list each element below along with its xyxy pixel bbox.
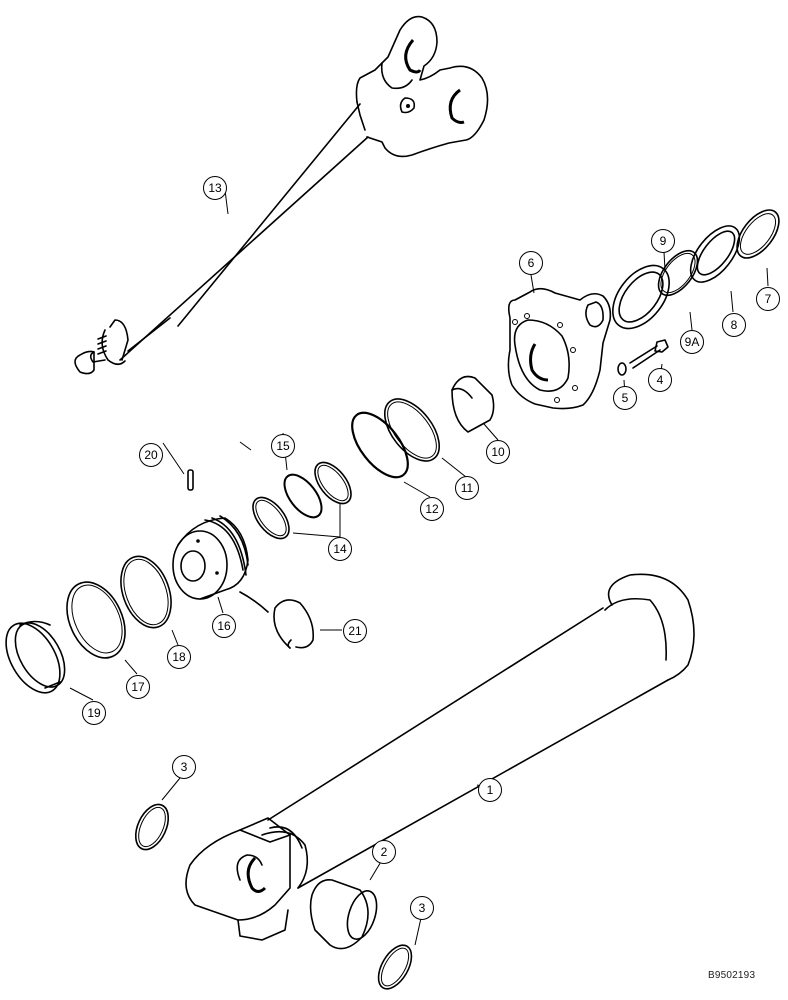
wiper-9 [612,264,670,330]
o-ring-15 [283,473,323,519]
callout-2: 2 [372,840,396,864]
callout-20: 20 [139,443,163,467]
callout-19: 19 [82,701,106,725]
wiper-seal-3-b [377,944,413,990]
ring-7 [736,209,780,259]
callout-7: 7 [756,287,780,311]
callout-15: 15 [271,434,295,458]
callout-14: 14 [328,537,352,561]
seal-ring-18 [120,555,172,629]
callout-1: 1 [478,778,502,802]
backup-ring-9A [657,249,699,297]
callout-5: 5 [613,386,637,410]
callout-3b: 3 [410,896,434,920]
piston-seal-19 [5,620,66,694]
bushing-2 [309,878,378,950]
callout-18: 18 [167,645,191,669]
wiper-seal-3-a [134,803,170,851]
pin-20 [187,469,194,491]
washer-5 [617,362,627,376]
callout-12: 12 [420,497,444,521]
callout-21: 21 [343,619,367,643]
piston-16 [172,515,249,600]
callout-9: 9 [651,229,675,253]
gland-6 [507,287,612,410]
retaining-ring-21 [239,591,315,649]
callout-17: 17 [126,675,150,699]
callout-13: 13 [203,176,227,200]
piston-rod-13 [74,15,489,375]
callout-10: 10 [486,440,510,464]
wear-ring-17 [66,581,126,659]
leader-lines [69,189,769,946]
backup-ring-14-b [252,496,290,540]
rod-seal-8 [689,225,741,283]
callout-4: 4 [648,368,672,392]
callout-11: 11 [455,476,479,500]
backup-ring-11 [384,398,440,462]
callout-9a: 9A [680,330,704,354]
cylinder-barrel-1 [185,573,695,941]
callout-6: 6 [519,251,543,275]
callout-16: 16 [212,614,236,638]
callout-8: 8 [722,313,746,337]
backup-ring-14-a [314,461,352,505]
callout-3a: 3 [172,755,196,779]
figure-id-label: B9502193 [708,970,756,981]
o-ring-12 [351,411,409,479]
bolt-4 [629,339,669,369]
bearing-10 [451,375,495,433]
